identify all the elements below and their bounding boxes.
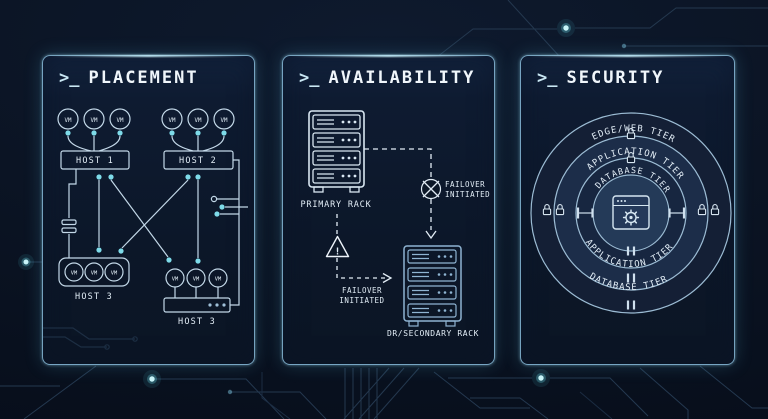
panel-placement-header: >_ PLACEMENT xyxy=(59,68,199,88)
svg-text:!: ! xyxy=(334,247,340,258)
failover-right-label-1: FAILOVER xyxy=(445,180,485,189)
vm-icon: VM xyxy=(187,108,209,130)
vm-icon: VM xyxy=(64,262,84,282)
connector-line xyxy=(202,135,225,152)
vm-icon: VM xyxy=(165,268,185,288)
connector-line xyxy=(98,135,121,152)
host-1-box: HOST 1 xyxy=(60,150,130,170)
svg-text:VM: VM xyxy=(91,118,98,124)
failover-left-label-2: INITIATED xyxy=(339,296,384,305)
svg-text:VM: VM xyxy=(215,277,222,283)
security-diagram: EDGE/WEB TIER APPLICATION TIER DATABASE … xyxy=(530,112,732,314)
vm-icon: VM xyxy=(161,108,183,130)
vm-icon: VM xyxy=(208,268,228,288)
connector-line xyxy=(67,135,92,152)
node-dots xyxy=(65,130,123,136)
battery-icon xyxy=(61,169,77,258)
failover-path-left xyxy=(336,214,393,284)
svg-text:VM: VM xyxy=(169,118,176,124)
svg-text:VM: VM xyxy=(65,118,72,124)
svg-text:VM: VM xyxy=(172,277,179,283)
warning-icon: ! xyxy=(325,235,350,258)
svg-text:HOST 3: HOST 3 xyxy=(75,292,113,302)
connector-line xyxy=(171,135,194,152)
arrow-down-icon xyxy=(425,230,437,240)
host-2-box: HOST 2 xyxy=(163,150,234,170)
glow-node xyxy=(557,19,575,37)
panel-security-header: >_ SECURITY xyxy=(537,68,664,88)
panel-placement: >_ PLACEMENT VM VM VM xyxy=(42,55,255,365)
lock-icon xyxy=(710,204,720,216)
lock-icon xyxy=(542,204,552,216)
vm-icon: VM xyxy=(186,268,206,288)
vm-icon: VM xyxy=(109,108,131,130)
circuit-traces-dim xyxy=(261,372,613,419)
availability-diagram: PRIMARY RACK FAILOVER INITIATED ! xyxy=(300,110,490,338)
svg-text:VM: VM xyxy=(221,118,228,124)
panel-availability: >_AVAILABILITY PRIMARY RACK FAI xyxy=(282,55,495,365)
lock-icon xyxy=(626,128,636,140)
lock-icon xyxy=(697,204,707,216)
failover-left-label-1: FAILOVER xyxy=(342,286,382,295)
glow-node xyxy=(18,254,34,270)
vm-icon: VM xyxy=(104,262,124,282)
svg-text:VM: VM xyxy=(111,271,118,277)
lock-icon xyxy=(626,152,636,164)
node-dots xyxy=(169,130,227,136)
circuit-dot xyxy=(621,43,627,49)
panel-availability-header: >_ AVAILABILITY xyxy=(299,68,475,88)
svg-text:VM: VM xyxy=(117,118,124,124)
side-bus xyxy=(210,159,248,306)
panel-security-title: SECURITY xyxy=(566,68,665,88)
inner-circuit-trace xyxy=(43,327,138,350)
glow-node xyxy=(143,370,161,388)
svg-text:HOST 3: HOST 3 xyxy=(178,317,216,327)
placement-links xyxy=(96,174,201,264)
failover-x-icon xyxy=(420,178,442,200)
glow-node xyxy=(532,369,550,387)
terminal-prompt-icon: >_ xyxy=(537,68,558,88)
svg-text:VM: VM xyxy=(71,271,78,277)
terminal-prompt-icon: >_ xyxy=(59,68,80,88)
arrow-right-icon xyxy=(382,272,393,284)
svg-text:VM: VM xyxy=(193,277,200,283)
vm-icon: VM xyxy=(213,108,235,130)
circuit-dot xyxy=(227,389,233,395)
dr-rack-label: DR/SECONDARY RACK xyxy=(387,329,479,338)
primary-rack-icon xyxy=(308,110,365,193)
vm-icon: VM xyxy=(84,262,104,282)
vm-icon: VM xyxy=(83,108,105,130)
failover-path-right xyxy=(364,148,437,240)
host-3-switch: VM VM VM HOST 3 xyxy=(163,268,231,327)
ring-connectors xyxy=(576,207,686,310)
host-3-enclosure: VM VM VM HOST 3 xyxy=(58,257,130,302)
browser-window-icon xyxy=(612,195,650,230)
dr-rack-icon xyxy=(403,245,462,327)
svg-text:VM: VM xyxy=(91,271,98,277)
vm-icon: VM xyxy=(57,108,79,130)
panel-security: >_ SECURITY EDGE/WEB TIER APPLICATION TIE… xyxy=(520,55,735,365)
primary-rack-label: PRIMARY RACK xyxy=(300,200,371,210)
failover-right-label-2: INITIATED xyxy=(445,190,490,199)
svg-text:VM: VM xyxy=(195,118,202,124)
gear-icon xyxy=(622,209,640,226)
svg-text:HOST 1: HOST 1 xyxy=(76,156,114,166)
placement-diagram: VM VM VM HOST 1 VM VM VM xyxy=(43,108,248,350)
panel-placement-title: PLACEMENT xyxy=(88,68,199,88)
terminal-prompt-icon: >_ xyxy=(299,68,320,88)
svg-text:HOST 2: HOST 2 xyxy=(179,156,217,166)
tier-locks xyxy=(542,128,720,216)
lock-icon xyxy=(555,204,565,216)
panel-availability-title: AVAILABILITY xyxy=(328,68,476,88)
